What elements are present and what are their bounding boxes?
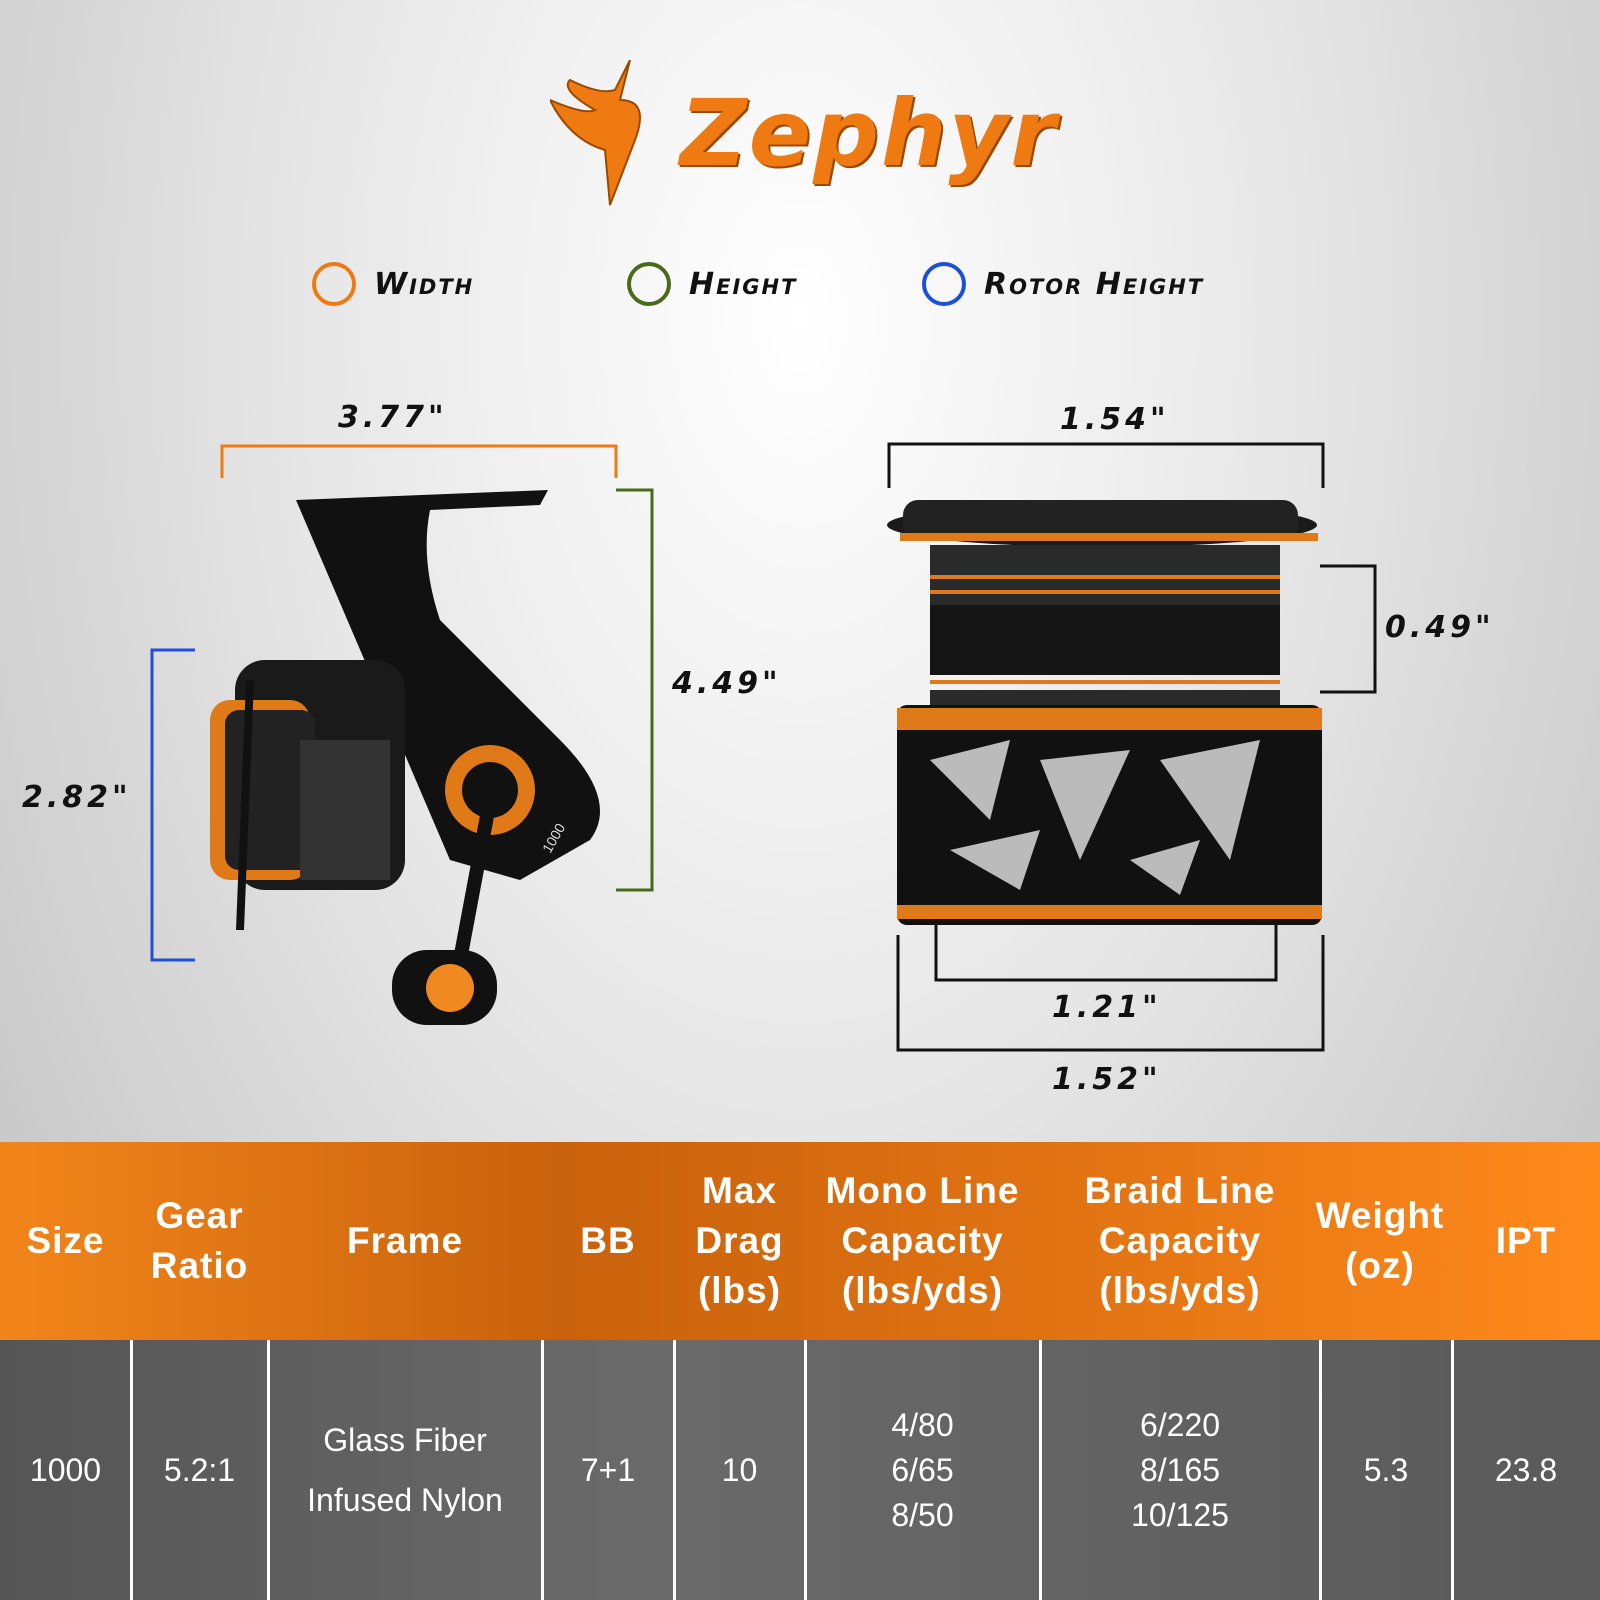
spool-top-bracket xyxy=(887,442,1325,488)
legend-width: Width xyxy=(312,262,474,306)
column-divider xyxy=(673,1340,676,1600)
column-divider xyxy=(1319,1340,1322,1600)
cell-weight: 5.3 xyxy=(1363,1451,1409,1488)
cell-braid-capacity: 6/220 8/165 10/125 xyxy=(1131,1406,1229,1533)
legend-height: Height xyxy=(627,262,797,306)
header-mono-capacity: Mono Line Capacity (lbs/yds) xyxy=(825,1170,1020,1311)
header-size: Size xyxy=(26,1220,105,1261)
header-ipt: IPT xyxy=(1495,1220,1557,1261)
header-weight: Weight (oz) xyxy=(1315,1195,1445,1286)
cell-gear-ratio: 5.2:1 xyxy=(163,1451,236,1488)
spool-inner-width-label: 1.21" xyxy=(1052,990,1162,1025)
column-divider xyxy=(130,1340,133,1600)
column-divider xyxy=(541,1340,544,1600)
header-max-drag: Max Drag (lbs) xyxy=(695,1170,784,1311)
header-frame: Frame xyxy=(346,1220,464,1261)
spool-knurl-bracket xyxy=(1320,564,1377,694)
column-divider xyxy=(1039,1340,1042,1600)
column-divider xyxy=(1451,1340,1454,1600)
spool-bottom-width-label: 1.52" xyxy=(1052,1062,1162,1097)
spool-bottom-bracket xyxy=(896,935,1325,1052)
column-divider xyxy=(267,1340,270,1600)
spool-knurl-height-label: 0.49" xyxy=(1385,610,1495,645)
header-braid-capacity: Braid Line Capacity (lbs/yds) xyxy=(1084,1170,1276,1311)
reel-width-label: 3.77" xyxy=(338,400,448,435)
spool-inner-bracket xyxy=(934,925,1278,982)
width-bracket xyxy=(220,444,618,478)
cell-mono-capacity: 4/80 6/65 8/50 xyxy=(891,1406,954,1533)
header-gear-ratio: Gear Ratio xyxy=(150,1195,249,1286)
spool-top-width-label: 1.54" xyxy=(1060,402,1170,437)
cell-size: 1000 xyxy=(29,1451,102,1488)
column-divider xyxy=(804,1340,807,1600)
rotor-height-label: 2.82" xyxy=(22,780,132,815)
legend-rotor-height: Rotor Height xyxy=(922,262,1204,306)
rotor-height-bracket xyxy=(150,648,195,962)
reel-height-label: 4.49" xyxy=(672,666,782,701)
cell-max-drag: 10 xyxy=(721,1451,758,1488)
height-bracket xyxy=(616,488,654,892)
circle-ring-icon xyxy=(627,262,671,306)
cell-ipt: 23.8 xyxy=(1494,1451,1558,1488)
circle-ring-icon xyxy=(312,262,356,306)
spool-image xyxy=(887,500,1322,925)
cell-frame: Glass Fiber Infused Nylon xyxy=(307,1422,503,1518)
spinning-reel-image xyxy=(210,490,600,1025)
flame-logo-icon xyxy=(547,59,641,206)
spec-table-row: 1000 5.2:1 Glass Fiber Infused Nylon 7+1… xyxy=(0,1340,1600,1600)
header-bb: BB xyxy=(580,1220,636,1261)
brand-logo: Zephyr xyxy=(547,59,1056,210)
circle-ring-icon xyxy=(922,262,966,306)
cell-bb: 7+1 xyxy=(580,1451,636,1488)
spec-table-header: Size Gear Ratio Frame BB Max Drag (lbs) … xyxy=(0,1142,1600,1340)
product-illustration xyxy=(150,442,1377,1052)
brand-name: Zephyr xyxy=(680,80,1058,187)
